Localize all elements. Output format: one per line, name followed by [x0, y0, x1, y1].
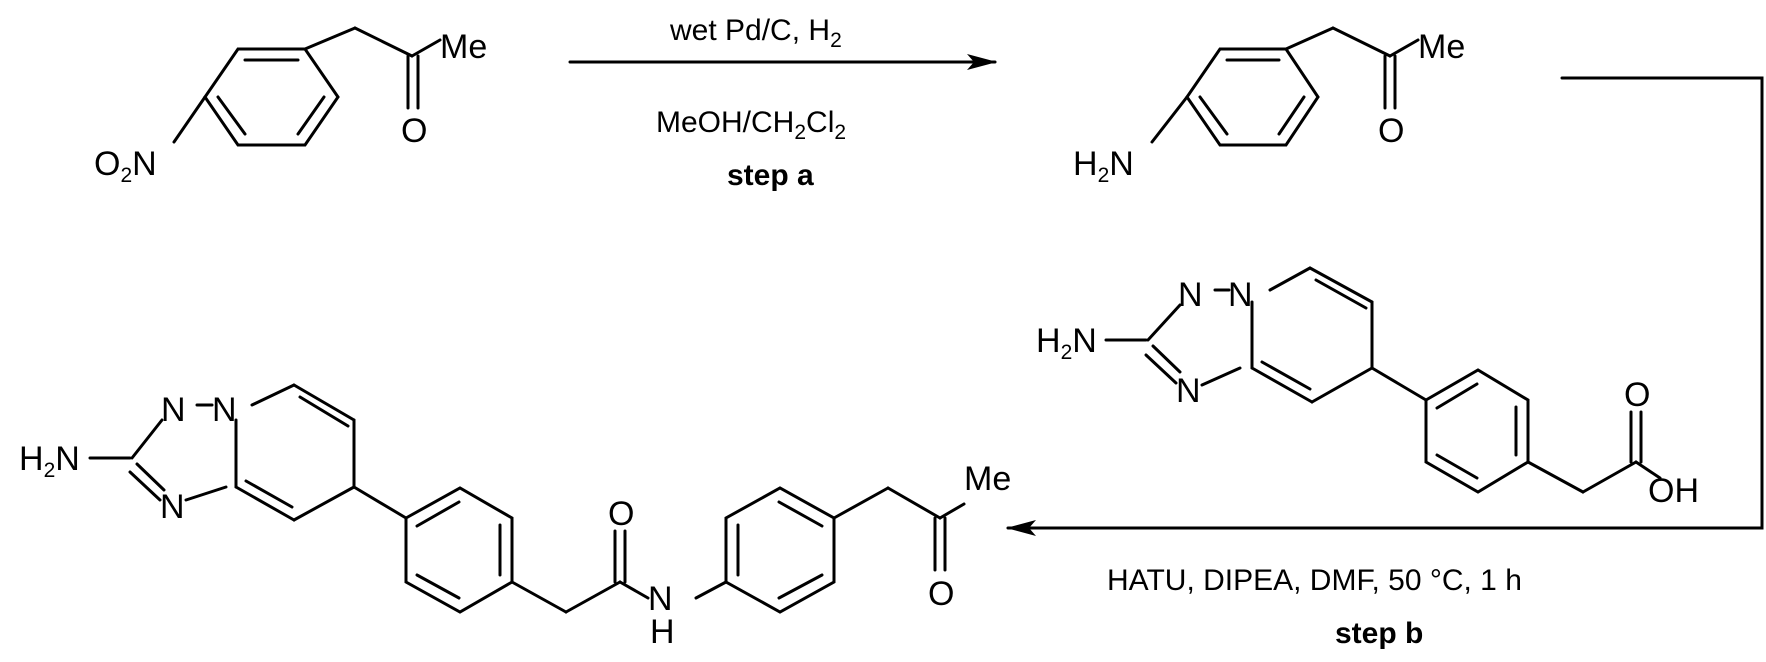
atom-me: Me: [440, 28, 487, 66]
amine-compound: Me O H2N: [1073, 28, 1465, 187]
atom-n: N: [1228, 276, 1253, 314]
atom-o: O: [1378, 112, 1404, 150]
atom-n: N: [1176, 372, 1201, 410]
acid-compound: N N N H2N O OH: [1036, 268, 1699, 510]
atom-n: N: [1178, 276, 1203, 314]
step-b-conditions: HATU, DIPEA, DMF, 50 °C, 1 h: [1107, 564, 1522, 597]
amine-group: H2N: [19, 440, 80, 482]
step-a-reagents: wet Pd/C, H2: [669, 14, 842, 52]
nitro-group: O2N: [94, 145, 157, 187]
atom-o: O: [608, 495, 634, 533]
atom-n: N: [160, 488, 185, 526]
step-b-label: step b: [1335, 617, 1423, 650]
nitro-compound: Me O O2N: [94, 28, 487, 187]
step-a-label: step a: [727, 159, 814, 192]
step-a-solvent: MeOH/CH2Cl2: [656, 106, 846, 144]
atom-oh: OH: [1648, 472, 1699, 510]
amine-group: H2N: [1036, 322, 1097, 364]
atom-o: O: [1624, 376, 1650, 414]
atom-o: O: [928, 575, 954, 613]
atom-n: N: [212, 391, 237, 429]
atom-me: Me: [1418, 28, 1465, 66]
atom-o: O: [401, 112, 427, 150]
atom-n: N: [161, 391, 186, 429]
atom-h: H: [650, 613, 675, 651]
amine-group: H2N: [1073, 145, 1134, 187]
atom-me: Me: [964, 460, 1011, 498]
product-compound: N N N H2N O N H Me O: [19, 385, 1011, 651]
